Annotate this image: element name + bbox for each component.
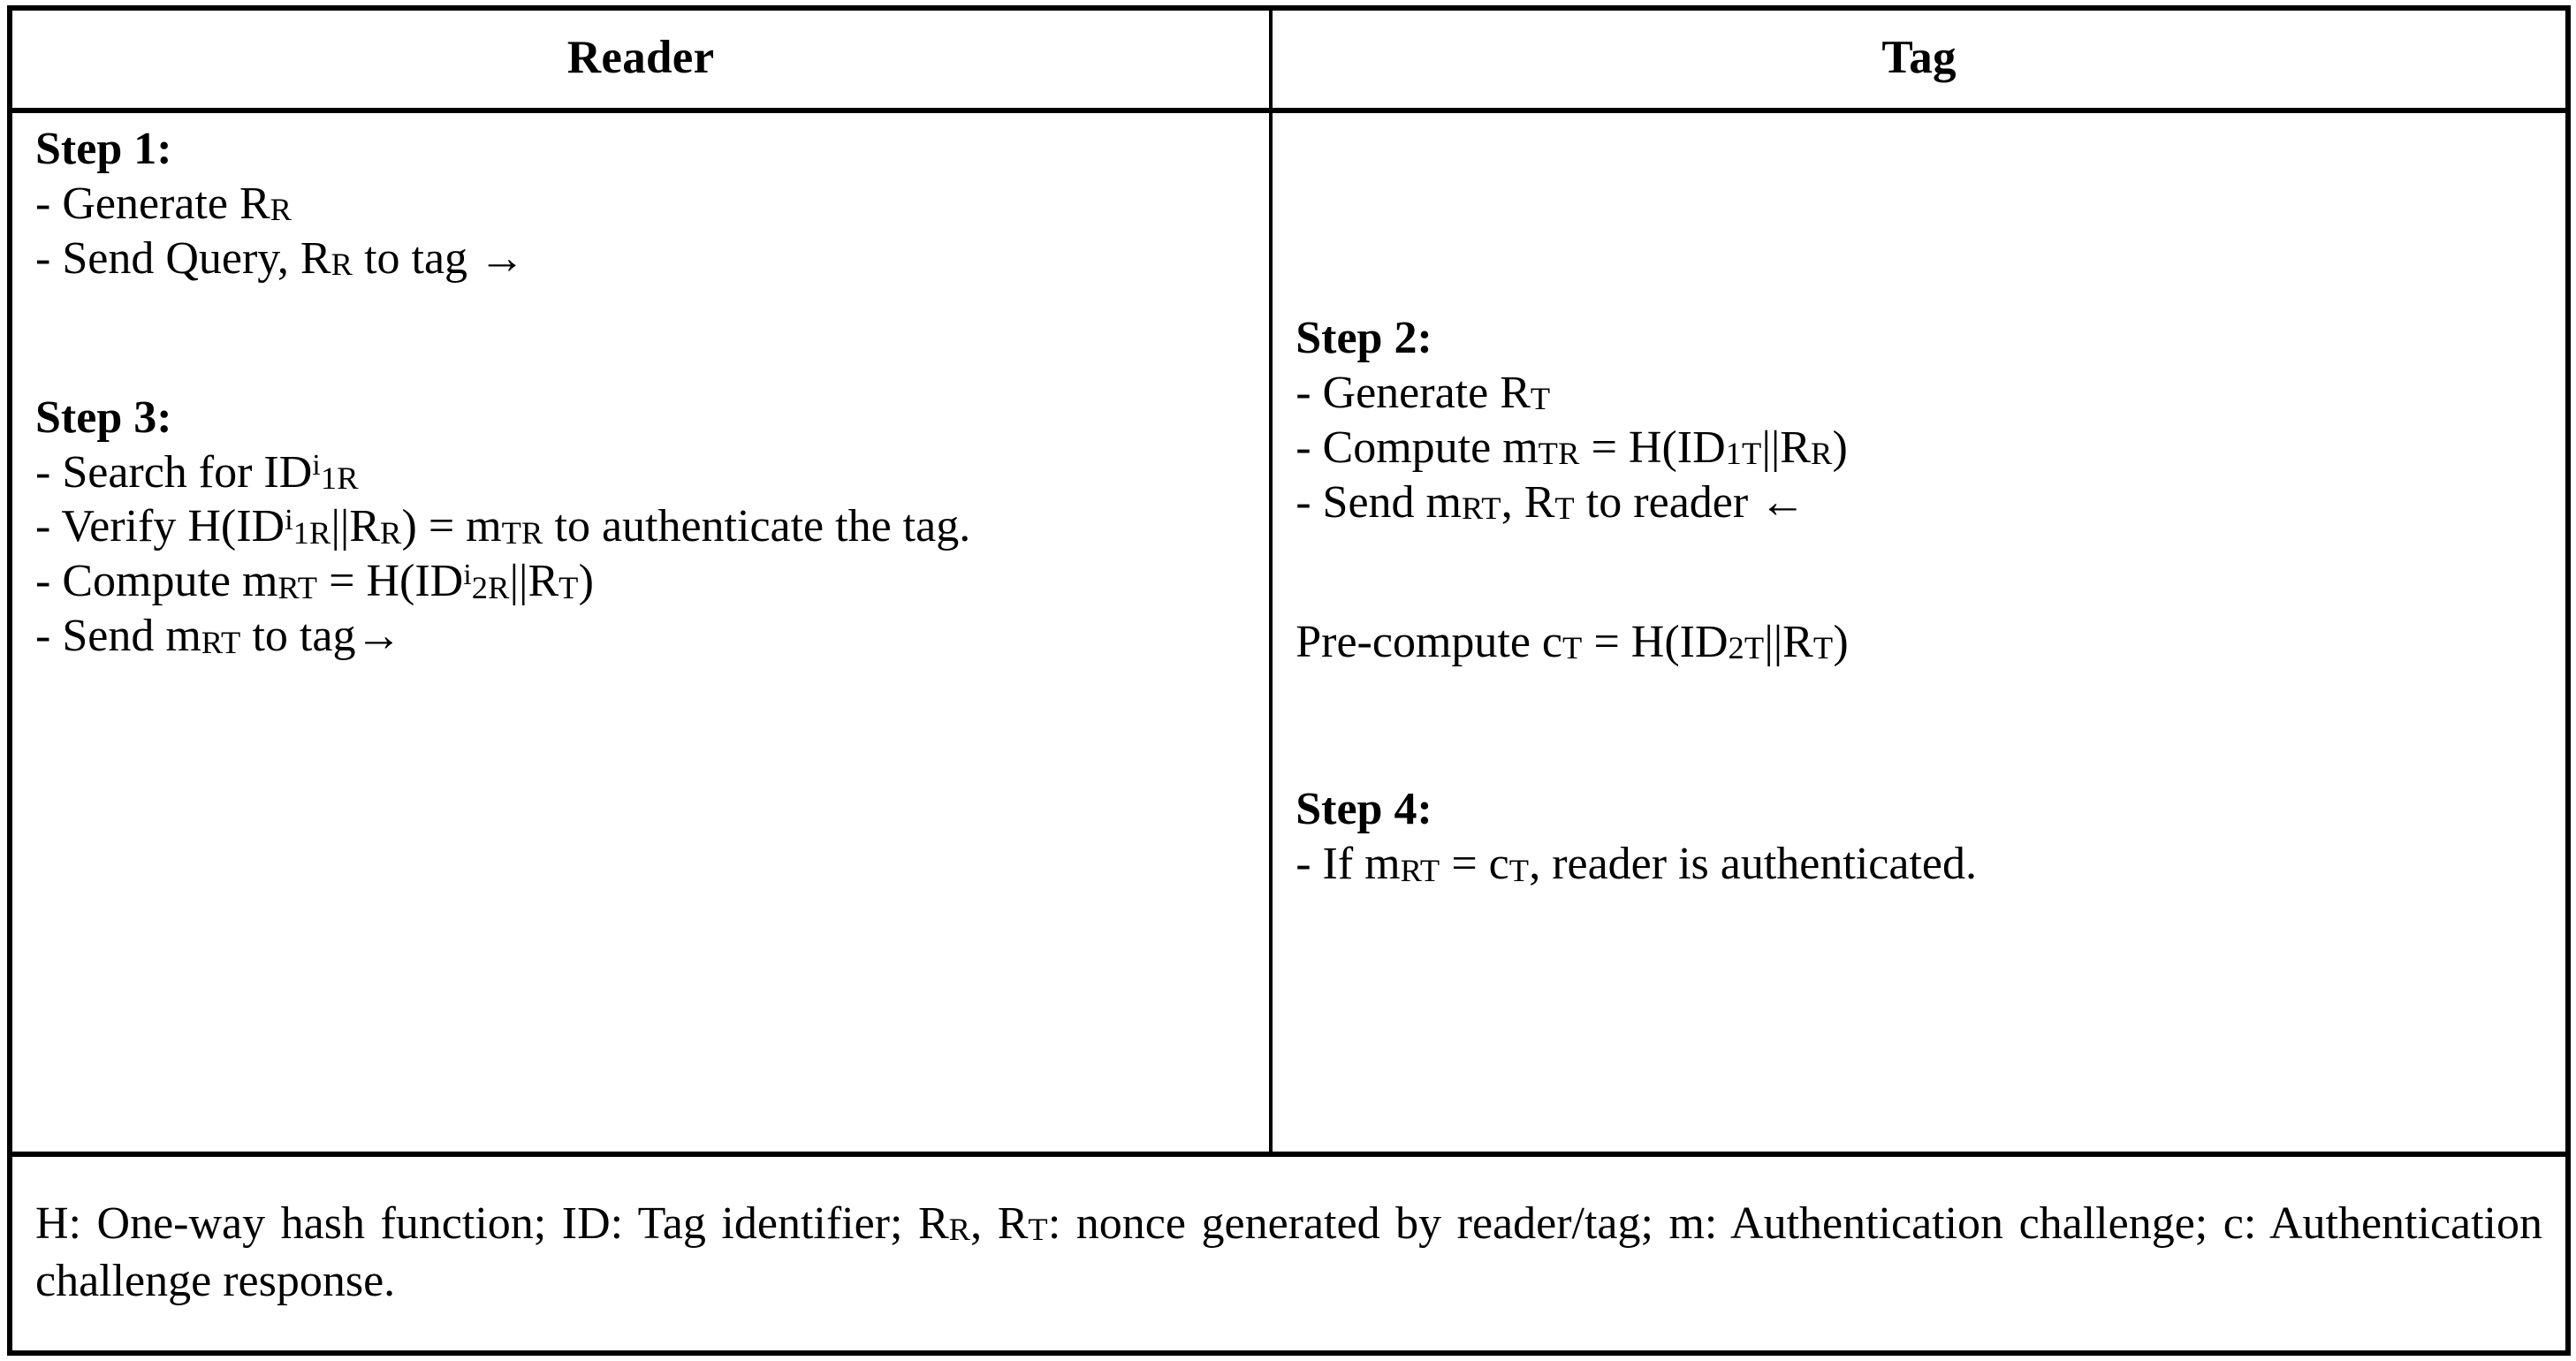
text-run: = H(ID — [317, 556, 464, 607]
table-body-row: Step 1: - Generate RR - Send Query, RR t… — [10, 110, 2568, 1157]
text-run: - Compute m — [35, 556, 278, 607]
text-run: - Send Query, R — [35, 232, 331, 284]
vertical-spacer — [1296, 530, 2546, 615]
tag-step2-send-line: - Send mRT, RT to reader ← — [1296, 475, 2546, 530]
subscript: T — [1562, 630, 1583, 666]
reader-step3-search-line: - Search for IDi1R — [35, 445, 1250, 500]
legend-cell: H: One-way hash function; ID: Tag identi… — [10, 1154, 2568, 1353]
text-run: - Verify H(ID — [35, 501, 285, 552]
reader-step1-generate-line: - Generate RR — [35, 177, 1250, 232]
text-run: = H(ID — [1582, 616, 1729, 667]
text-run: to reader ← — [1574, 476, 1806, 528]
subscript: R — [331, 247, 353, 283]
text-run: to authenticate the tag. — [543, 501, 971, 552]
text-run: to tag → — [353, 232, 526, 284]
text-run: ||R — [509, 556, 559, 607]
subscript: R — [380, 514, 402, 551]
reader-step3-send-line: - Send mRT to tag→ — [35, 609, 1250, 664]
subscript: T — [1028, 1212, 1048, 1248]
reader-step3-title: Step 3: — [35, 392, 172, 443]
subscript: RT — [277, 569, 318, 605]
superscript: i — [285, 502, 293, 536]
text-run: ) — [578, 556, 594, 607]
text-run: - Send m — [1296, 476, 1462, 528]
text-run: Pre-compute c — [1296, 616, 1563, 667]
text-run: - Generate R — [35, 178, 270, 229]
text-run: - Compute m — [1296, 422, 1539, 473]
text-run: ||R — [1761, 422, 1811, 473]
reader-column-cell: Step 1: - Generate RR - Send Query, RR t… — [10, 110, 1273, 1157]
subscript: T — [1508, 852, 1530, 888]
text-run: : nonce generated by reader/tag; m: Auth… — [35, 1198, 2542, 1307]
subscript: RT — [1462, 490, 1501, 527]
table-footer-row: H: One-way hash function; ID: Tag identi… — [10, 1154, 2568, 1353]
text-run: = c — [1440, 839, 1509, 890]
tag-column-cell: Step 2: - Generate RT - Compute mTR = H(… — [1271, 110, 2568, 1157]
tag-step2-generate-line: - Generate RT — [1296, 366, 2546, 421]
text-run: ) — [1832, 422, 1848, 473]
reader-step3-compute-line: - Compute mRT = H(IDi2R||RT) — [35, 554, 1250, 609]
text-run: ) — [1833, 616, 1849, 667]
tag-step4-if-line: - If mRT = cT, reader is authenticated. — [1296, 837, 2546, 892]
text-run: , R — [1501, 476, 1555, 528]
subscript: R — [948, 1212, 971, 1248]
text-run: , reader is authenticated. — [1529, 839, 1977, 890]
text-run: H: One-way hash function; ID: Tag identi… — [35, 1198, 949, 1249]
text-run: ||R — [1764, 616, 1813, 667]
superscript: i — [463, 557, 472, 591]
text-run: ) = m — [401, 501, 502, 552]
vertical-spacer — [1296, 669, 2546, 782]
reader-step1-title: Step 1: — [35, 124, 172, 174]
text-run: ||R — [331, 501, 381, 552]
subscript: T — [1812, 630, 1834, 666]
tag-step2-compute-line: - Compute mTR = H(ID1T||RR) — [1296, 421, 2546, 475]
text-run: to tag→ — [240, 611, 402, 662]
subscript: R — [270, 192, 293, 228]
subscript: 1T — [1725, 436, 1762, 472]
text-run: - If m — [1296, 839, 1401, 890]
subscript: T — [559, 569, 579, 605]
reader-step1-send-line: - Send Query, RR to tag → — [35, 232, 1250, 286]
subscript: 1R — [293, 514, 331, 551]
tag-step4-title: Step 4: — [1296, 784, 1432, 835]
text-run: - Generate R — [1296, 367, 1531, 418]
subscript: TR — [1538, 436, 1580, 472]
text-run: = H(ID — [1579, 422, 1726, 473]
column-header-tag: Tag — [1271, 8, 2568, 113]
subscript: 2T — [1728, 630, 1765, 666]
vertical-spacer — [35, 286, 1250, 391]
protocol-table: Reader Tag Step 1: - Generate RR - Send … — [7, 5, 2571, 1356]
subscript: 2R — [471, 569, 510, 605]
subscript: TR — [501, 514, 543, 551]
subscript: RT — [201, 624, 241, 660]
column-header-reader: Reader — [10, 8, 1273, 113]
table-header-row: Reader Tag — [10, 8, 2568, 113]
subscript: RT — [1400, 852, 1440, 888]
reader-step3-verify-line: - Verify H(IDi1R||RR) = mTR to authentic… — [35, 499, 1250, 554]
subscript: T — [1554, 490, 1575, 527]
superscript: i — [312, 447, 321, 482]
text-run: , R — [970, 1198, 1029, 1249]
text-run: - Search for ID — [35, 446, 313, 498]
subscript: 1R — [320, 460, 359, 497]
tag-precompute-line: Pre-compute cT = H(ID2T||RT) — [1296, 615, 2546, 670]
tag-step2-title: Step 2: — [1296, 313, 1432, 363]
text-run: - Send m — [35, 611, 201, 662]
vertical-spacer — [1296, 122, 2546, 311]
subscript: R — [1810, 436, 1833, 472]
subscript: T — [1530, 381, 1551, 417]
